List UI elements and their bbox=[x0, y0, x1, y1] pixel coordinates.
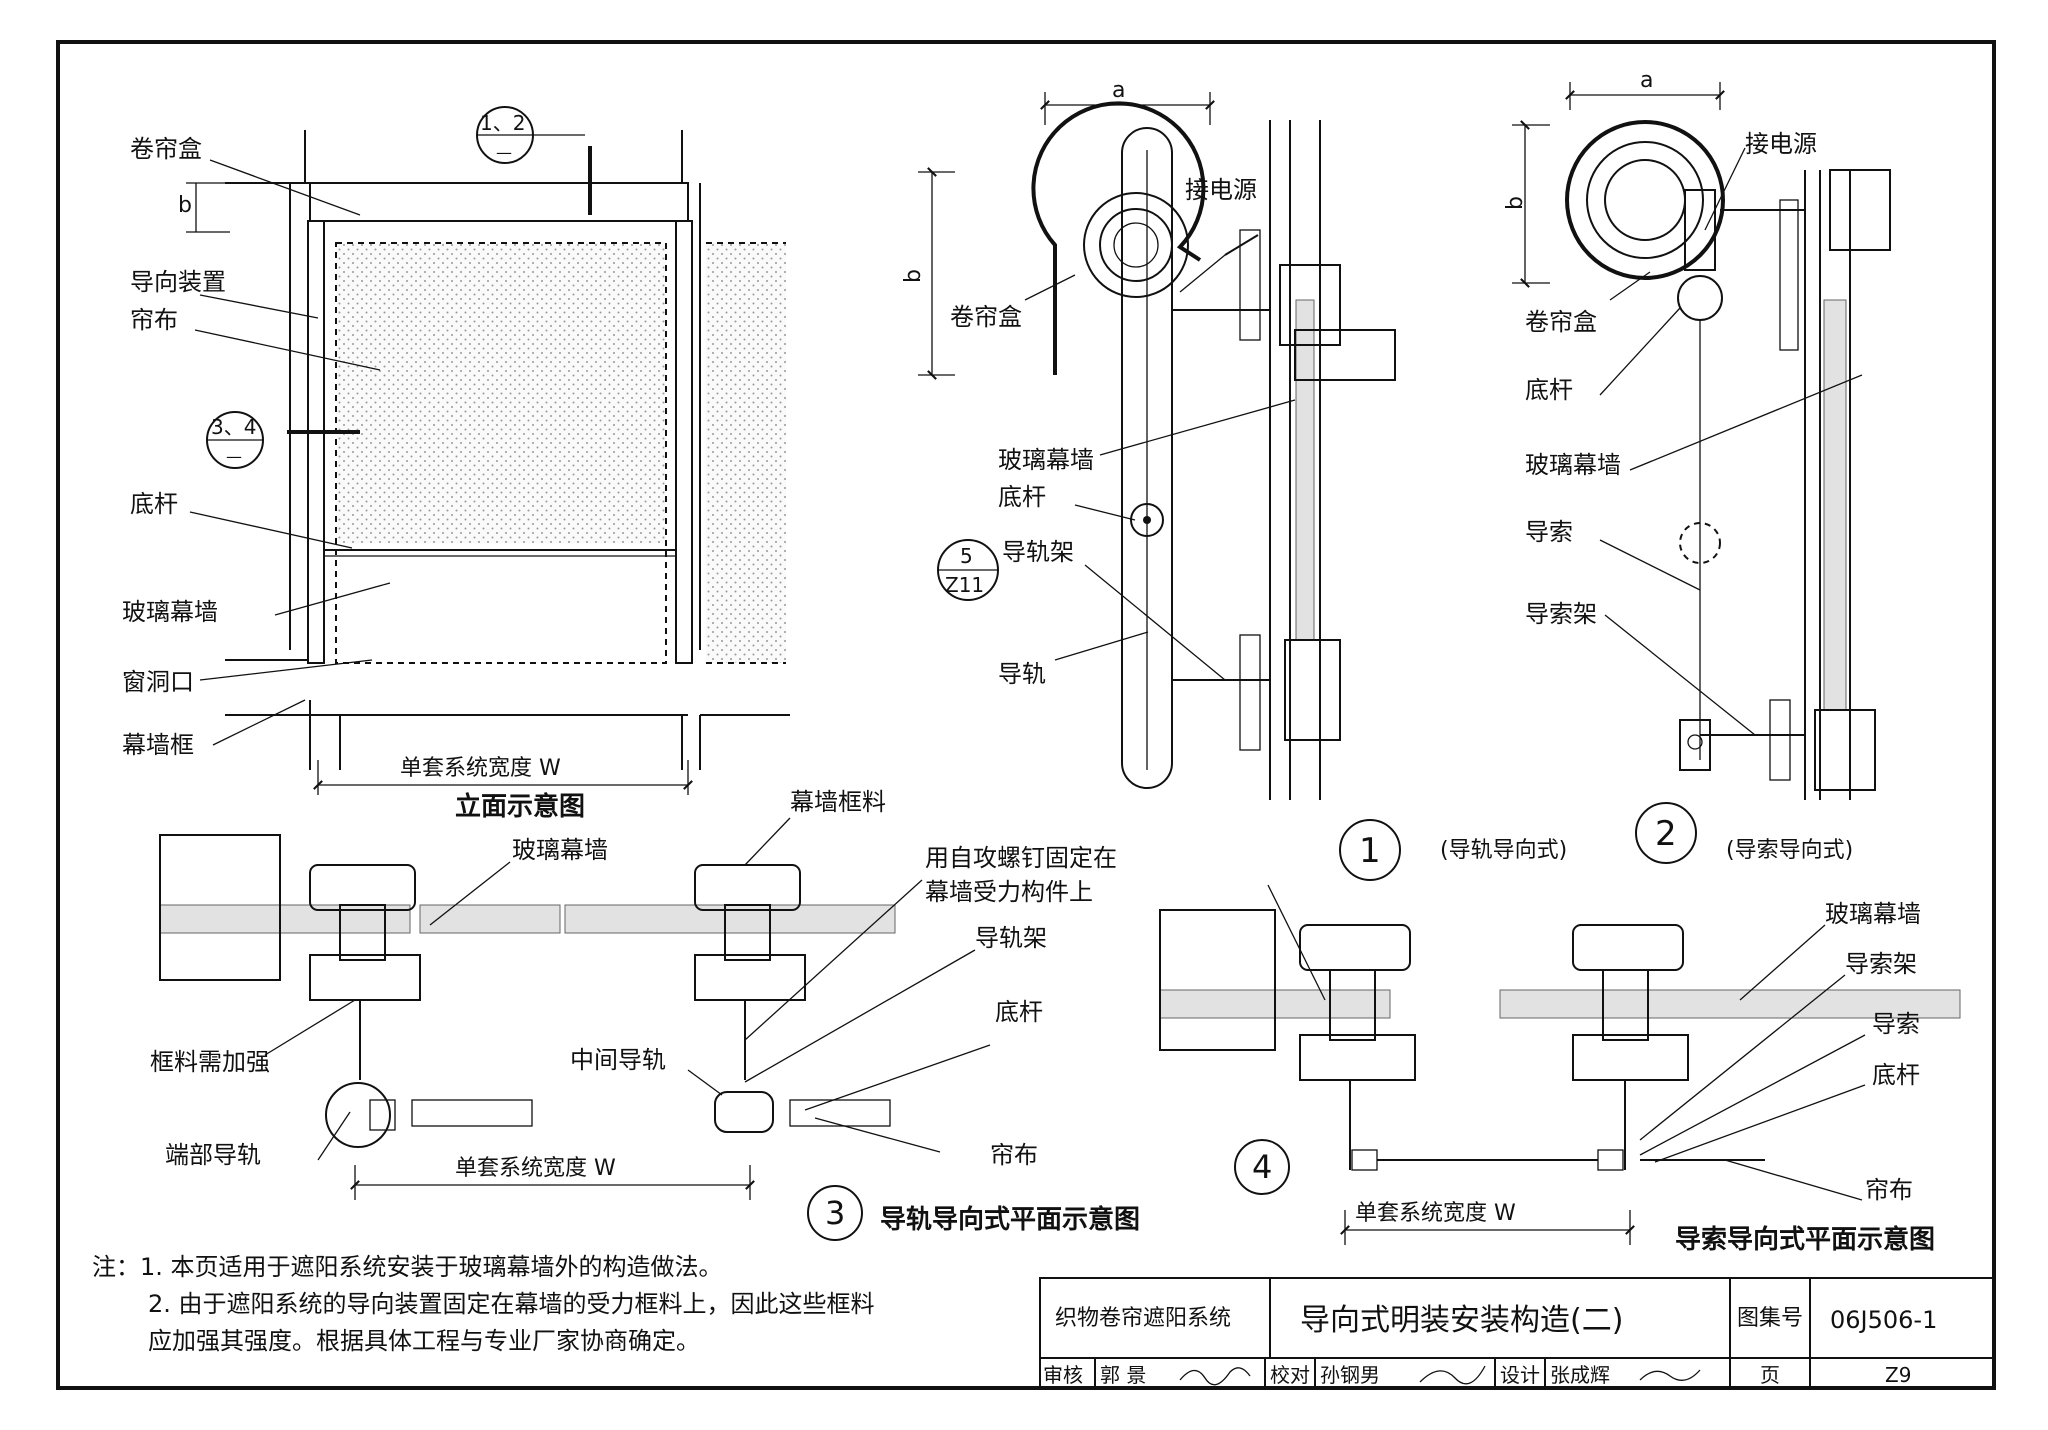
d2-label-box: 卷帘盒 bbox=[1525, 308, 1597, 336]
tb-atlas-label: 图集号 bbox=[1737, 1306, 1803, 1331]
title-block: 织物卷帘遮阳系统 导向式明装安装构造(二) 图集号 06J506-1 审核 郭 … bbox=[1039, 1277, 1995, 1389]
elev-title: 立面示意图 bbox=[455, 791, 585, 822]
guide-rail-left bbox=[307, 220, 325, 664]
p3-label-reinforce: 框料需加强 bbox=[150, 1048, 270, 1076]
elev-ref-34: 3、4 bbox=[211, 415, 256, 439]
tb-title: 导向式明装安装构造(二) bbox=[1300, 1303, 1623, 1338]
d2-label-power: 接电源 bbox=[1745, 130, 1817, 158]
p3-label-glass: 玻璃幕墙 bbox=[512, 836, 608, 864]
p3-label-mid-rail: 中间导轨 bbox=[570, 1046, 666, 1074]
d2-label-cable-bracket: 导索架 bbox=[1525, 600, 1597, 628]
roller-box bbox=[309, 182, 689, 222]
plan-3-diagram: 单套系统宽度 W 幕墙框料 玻璃幕墙 用自攻螺钉固定在 幕墙受力构件上 导轨架 … bbox=[150, 788, 1140, 1241]
p3-label-end-rail: 端部导轨 bbox=[165, 1141, 261, 1169]
guide-rail-right bbox=[675, 220, 693, 664]
d2-label-glass: 玻璃幕墙 bbox=[1525, 451, 1621, 479]
circle-1-number: 1 bbox=[1359, 831, 1381, 871]
fabric-area bbox=[336, 243, 666, 543]
p3-title: 导轨导向式平面示意图 bbox=[880, 1204, 1140, 1235]
elev-label-box: 卷帘盒 bbox=[130, 135, 202, 163]
d2-a-dim: a bbox=[1640, 68, 1653, 93]
reviewer-signature bbox=[1179, 1367, 1251, 1386]
circle-2-caption: (导索导向式) bbox=[1726, 838, 1853, 863]
elevation-diagram: b 单套系统宽度 W 1、2 — 3、4 — 卷帘盒 导向装置 帘布 底杆 玻璃… bbox=[122, 106, 790, 822]
d1-a-dim: a bbox=[1112, 78, 1125, 103]
d1-ref-top: 5 bbox=[960, 544, 973, 568]
p3-width-label: 单套系统宽度 W bbox=[455, 1156, 616, 1181]
circle-1-caption: (导轨导向式) bbox=[1440, 838, 1567, 863]
d1-label-glass: 玻璃幕墙 bbox=[998, 446, 1094, 474]
elev-b-dim: b bbox=[178, 193, 192, 218]
p4-title: 导索导向式平面示意图 bbox=[1675, 1224, 1935, 1255]
d1-label-rail: 导轨 bbox=[998, 660, 1046, 688]
note-line-3: 应加强其强度。根据具体工程与专业厂家协商确定。 bbox=[148, 1327, 700, 1355]
circle-2-number: 2 bbox=[1655, 814, 1677, 854]
tb-atlas-no: 06J506-1 bbox=[1830, 1306, 1937, 1334]
elev-label-guide: 导向装置 bbox=[130, 268, 226, 296]
p4-label-cloth: 帘布 bbox=[1865, 1176, 1913, 1204]
notes-block: 注：1. 本页适用于遮阳系统安装于玻璃幕墙外的构造做法。 2. 由于遮阳系统的导… bbox=[92, 1253, 875, 1355]
section-1-diagram: a b 接电源 bbox=[901, 78, 1396, 800]
d1-label-rail-bracket: 导轨架 bbox=[1002, 538, 1074, 566]
d1-label-power: 接电源 bbox=[1185, 176, 1257, 204]
tb-reviewer: 郭 景 bbox=[1100, 1363, 1146, 1387]
tb-page-label: 页 bbox=[1760, 1363, 1780, 1387]
elev-label-glass: 玻璃幕墙 bbox=[122, 598, 218, 626]
tb-designer: 张成辉 bbox=[1550, 1363, 1610, 1387]
d2-label-cable: 导索 bbox=[1525, 518, 1573, 546]
d1-label-bar: 底杆 bbox=[998, 483, 1046, 511]
elev-label-opening: 窗洞口 bbox=[122, 668, 194, 696]
checker-signature bbox=[1419, 1365, 1486, 1385]
p4-label-bar: 底杆 bbox=[1872, 1061, 1920, 1089]
d1-bottom-bar bbox=[1130, 503, 1164, 537]
circle-4-number: 4 bbox=[1252, 1148, 1272, 1186]
d1-ref-bottom: Z11 bbox=[945, 573, 984, 597]
tb-check-label: 校对 bbox=[1270, 1363, 1310, 1387]
elev-label-bar: 底杆 bbox=[130, 490, 178, 518]
tb-page-no: Z9 bbox=[1885, 1363, 1911, 1387]
designer-signature bbox=[1639, 1369, 1701, 1381]
elev-width-label: 单套系统宽度 W bbox=[400, 756, 561, 781]
tb-review-label: 审核 bbox=[1043, 1363, 1083, 1387]
tb-design-label: 设计 bbox=[1500, 1363, 1540, 1387]
d1-label-box: 卷帘盒 bbox=[950, 303, 1022, 331]
elev-ref-12-dash: — bbox=[496, 143, 512, 162]
d2-b-dim: b bbox=[1503, 196, 1528, 210]
elev-label-cloth: 帘布 bbox=[130, 306, 178, 334]
note-line-2: 2. 由于遮阳系统的导向装置固定在幕墙的受力框料上，因此这些框料 bbox=[148, 1290, 875, 1318]
drawing-border bbox=[56, 40, 1996, 1390]
d2-bottom-bar bbox=[1677, 275, 1723, 321]
p3-label-rail-bracket: 导轨架 bbox=[975, 924, 1047, 952]
d1-b-dim: b bbox=[901, 269, 926, 283]
tb-checker: 孙钢男 bbox=[1320, 1363, 1380, 1387]
p3-label-bar: 底杆 bbox=[995, 998, 1043, 1026]
p3-label-screw-1: 用自攻螺钉固定在 bbox=[925, 844, 1117, 872]
d1-guide-rail bbox=[1121, 127, 1173, 789]
p3-label-cloth: 帘布 bbox=[990, 1141, 1038, 1169]
p4-label-glass: 玻璃幕墙 bbox=[1825, 900, 1921, 928]
note-line-1: 注：1. 本页适用于遮阳系统安装于玻璃幕墙外的构造做法。 bbox=[92, 1253, 723, 1281]
p3-label-screw-2: 幕墙受力构件上 bbox=[925, 878, 1093, 906]
d2-roller-box bbox=[1565, 120, 1725, 280]
elev-ref-34-dash: — bbox=[226, 447, 242, 466]
d2-label-bar: 底杆 bbox=[1525, 376, 1573, 404]
circle-3-number: 3 bbox=[825, 1194, 845, 1232]
elev-ref-12: 1、2 bbox=[480, 111, 525, 135]
plan-4-diagram: 单套系统宽度 W 玻璃幕墙 导索架 导索 底杆 帘布 4 导索导向式平面示意图 bbox=[1159, 884, 1961, 1255]
p4-label-cable: 导索 bbox=[1872, 1010, 1920, 1038]
tb-series: 织物卷帘遮阳系统 bbox=[1055, 1306, 1231, 1331]
d1-roller-box bbox=[1031, 101, 1206, 375]
section-2-diagram: a b 接电源 卷帘盒 底杆 玻璃幕墙 bbox=[1503, 68, 1891, 800]
elev-label-frame: 幕墙框 bbox=[122, 731, 194, 759]
p3-label-frame-material: 幕墙框料 bbox=[790, 788, 886, 816]
p4-width-label: 单套系统宽度 W bbox=[1355, 1201, 1516, 1226]
p4-label-cable-bracket: 导索架 bbox=[1845, 950, 1917, 978]
